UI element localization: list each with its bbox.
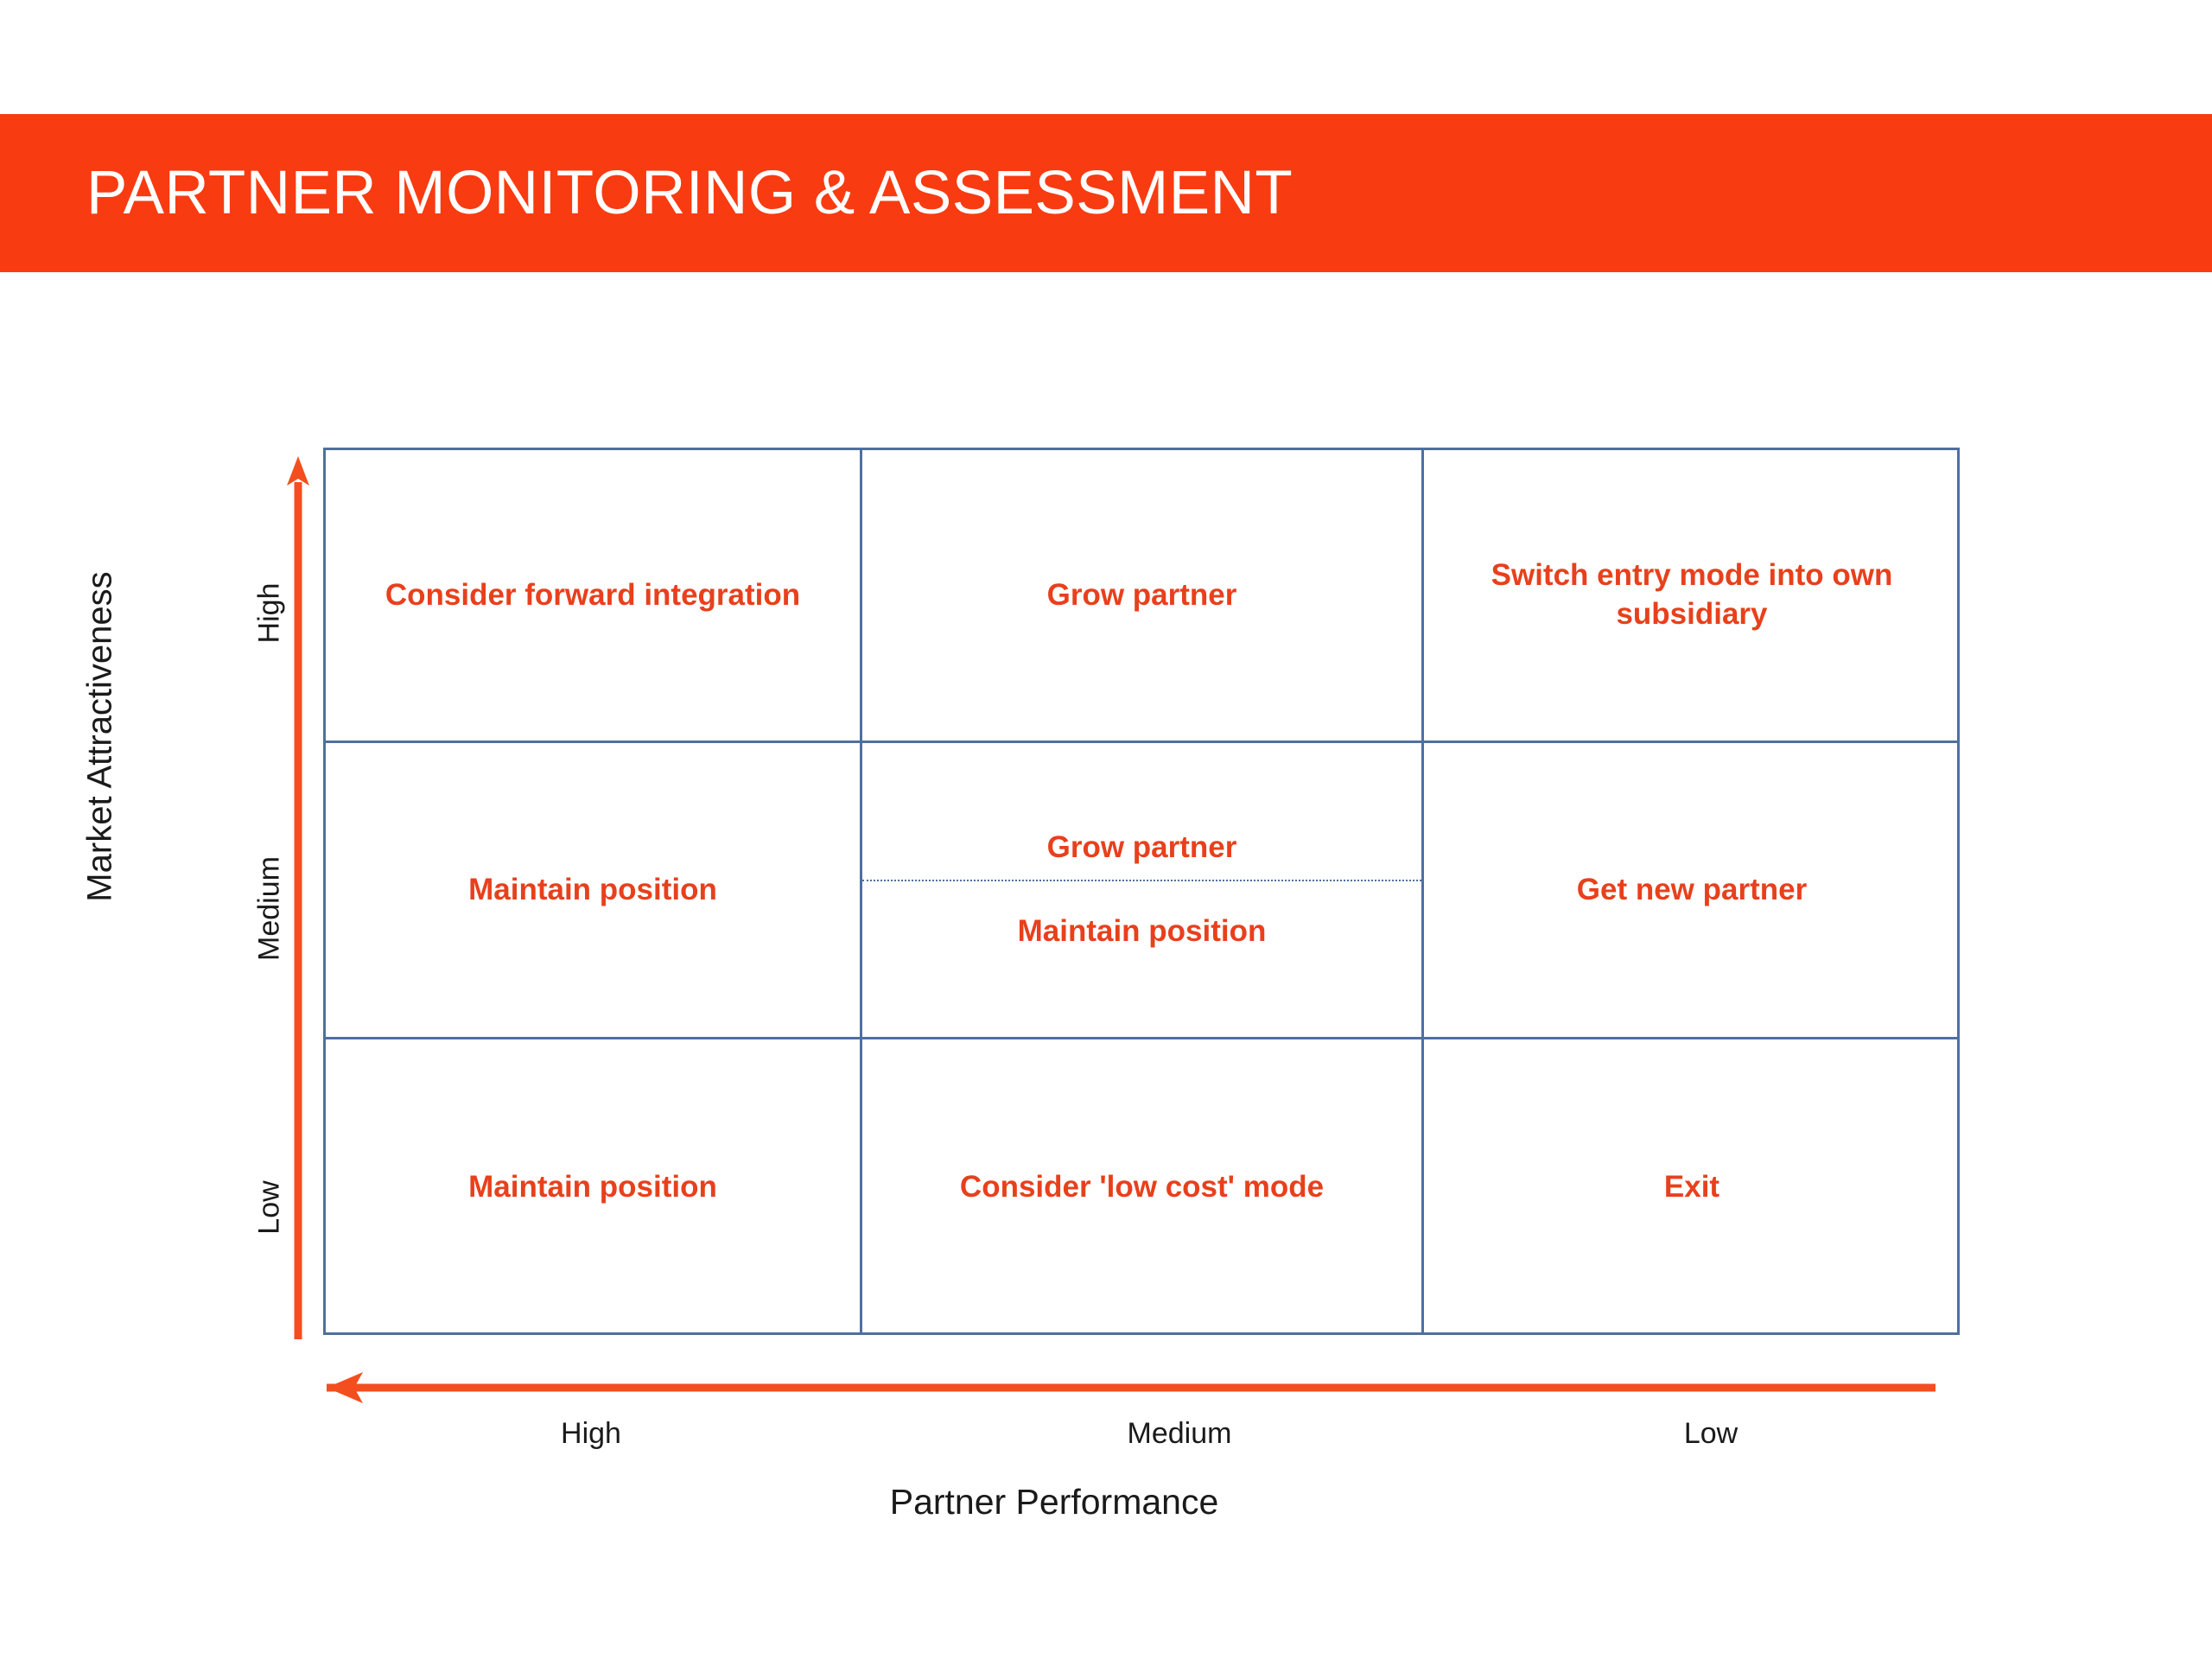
matrix-cell-medium-medium[interactable]: Grow partner Maintain position: [862, 743, 1424, 1039]
matrix-cell-low-low[interactable]: Exit: [1424, 1039, 1960, 1335]
y-axis-title: Market Attractiveness: [80, 571, 119, 902]
y-axis-tick-high: High: [252, 582, 286, 644]
matrix-cell-label: Consider forward integration: [385, 577, 801, 612]
matrix-cell-label: Exit: [1663, 1169, 1720, 1204]
matrix-cell-label: Grow partner: [1046, 577, 1237, 612]
matrix-cell-label: Switch entry mode into own subsidiary: [1491, 558, 1893, 631]
strategy-matrix: Consider forward integration Grow partne…: [323, 448, 1960, 1335]
matrix-cell-high-high[interactable]: Consider forward integration: [326, 450, 862, 743]
x-axis-title: Partner Performance: [889, 1482, 1219, 1522]
page-title: PARTNER MONITORING & ASSESSMENT: [86, 159, 1294, 227]
matrix-cell-upper-half[interactable]: Grow partner: [862, 743, 1421, 881]
matrix-cell-label: Maintain position: [468, 1169, 717, 1204]
x-axis-tick-high: High: [561, 1417, 621, 1450]
x-axis-tick-medium: Medium: [1127, 1417, 1232, 1450]
matrix-cell-label: Maintain position: [1017, 914, 1267, 948]
matrix-cell-label: Consider 'low cost' mode: [959, 1169, 1325, 1204]
matrix-cell-low-high[interactable]: Maintain position: [326, 1039, 862, 1335]
matrix-cell-low-medium[interactable]: Consider 'low cost' mode: [862, 1039, 1424, 1335]
matrix-cell-label: Get new partner: [1576, 872, 1808, 906]
matrix-cell-label: Maintain position: [468, 872, 717, 906]
x-axis-arrow-icon: [327, 1370, 1961, 1405]
x-axis-tick-low: Low: [1683, 1417, 1738, 1450]
matrix-cell-medium-low[interactable]: Get new partner: [1424, 743, 1960, 1039]
y-axis-arrow-icon: [285, 456, 311, 1339]
matrix-cell-lower-half[interactable]: Maintain position: [862, 881, 1421, 1037]
y-axis-tick-low: Low: [252, 1180, 286, 1235]
title-banner: PARTNER MONITORING & ASSESSMENT: [0, 114, 2212, 272]
matrix-cell-high-low[interactable]: Switch entry mode into own subsidiary: [1424, 450, 1960, 743]
matrix-cell-medium-high[interactable]: Maintain position: [326, 743, 862, 1039]
matrix-cell-label: Grow partner: [1046, 830, 1237, 865]
y-axis-tick-medium: Medium: [252, 856, 286, 961]
matrix-cell-high-medium[interactable]: Grow partner: [862, 450, 1424, 743]
